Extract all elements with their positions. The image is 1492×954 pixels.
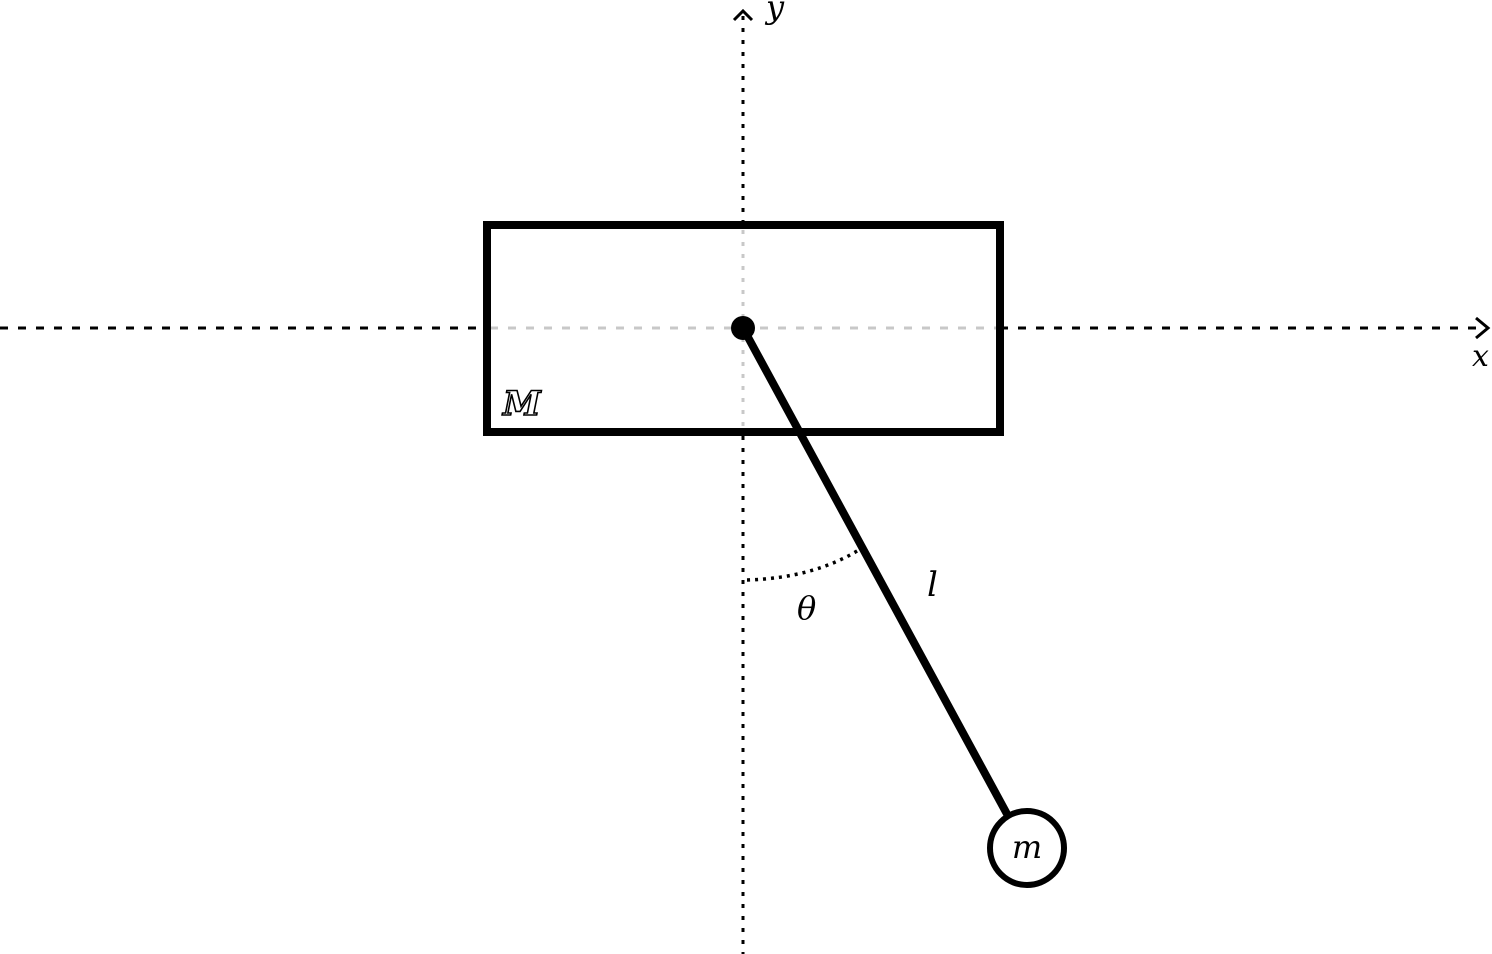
- angle-arc: [746, 546, 863, 582]
- x-axis-arrowhead-icon: [1475, 316, 1491, 340]
- rod-length-label: l: [927, 565, 938, 605]
- angle-label: θ: [797, 589, 816, 627]
- y-axis-arrowhead-icon: [732, 8, 754, 22]
- bob-mass-label: m: [1012, 828, 1042, 866]
- pendulum-rod: [739, 326, 1011, 816]
- pivot-point: [731, 316, 755, 340]
- x-axis-label: x: [1472, 339, 1489, 374]
- cart-mass-label: M: [502, 384, 542, 424]
- pendulum-bob: [987, 808, 1067, 888]
- cart-rectangle: [483, 221, 1004, 436]
- y-axis-label: y: [764, 0, 785, 26]
